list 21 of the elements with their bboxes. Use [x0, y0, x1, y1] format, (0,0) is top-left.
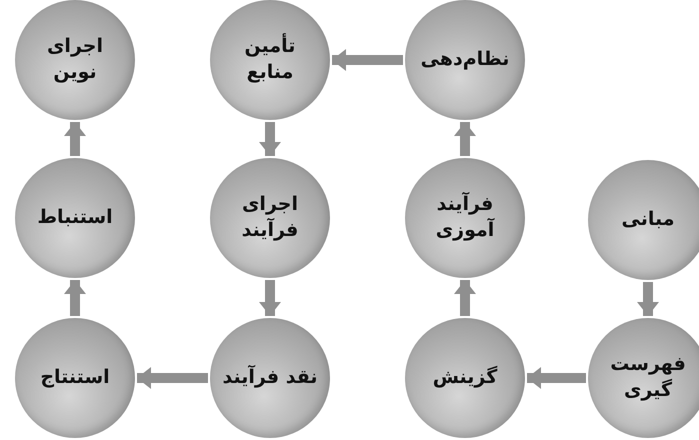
node-label: فرآیند آموزی [434, 192, 496, 243]
node-label: مبانی [620, 207, 676, 232]
node-label: فهرست گیری [609, 352, 687, 403]
block-arrow [454, 122, 476, 156]
block-arrow [527, 367, 586, 389]
block-arrow [332, 49, 403, 71]
block-arrow [137, 367, 208, 389]
node-label: استنباط [36, 205, 114, 230]
node-label: اجرای نوین [46, 34, 104, 85]
node-label: نقد فرآیند [222, 365, 318, 390]
node-label: گزینش [432, 365, 498, 390]
node-label: اجرای فرآیند [240, 192, 300, 243]
block-arrow [637, 282, 659, 316]
node-label: استنتاج [39, 365, 111, 390]
node-label: نظام‌دهی [420, 47, 510, 72]
block-arrow [454, 280, 476, 316]
block-arrow [259, 280, 281, 316]
block-arrow [259, 122, 281, 156]
node-label: تأمین منابع [244, 34, 296, 85]
block-arrow [64, 280, 86, 316]
block-arrow [64, 122, 86, 156]
